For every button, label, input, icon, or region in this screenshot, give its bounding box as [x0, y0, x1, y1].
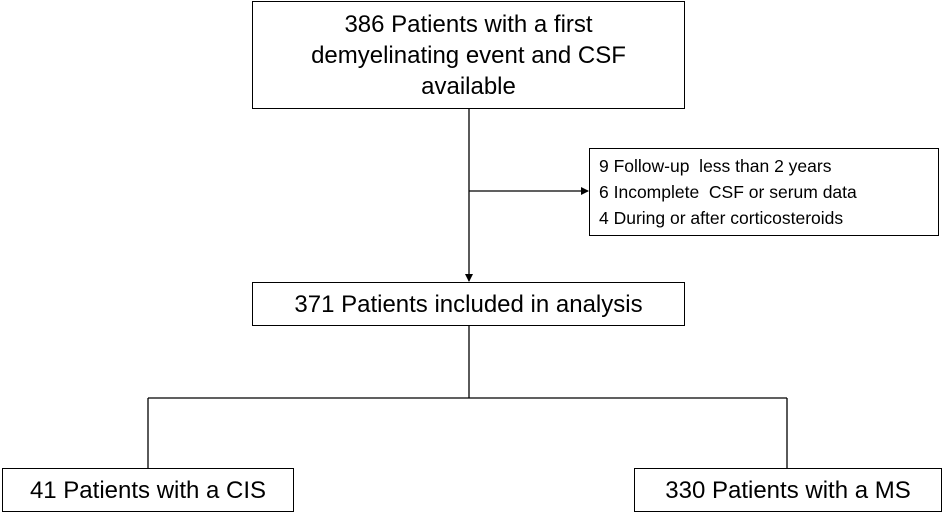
- exclusion-box: 9 Follow-up less than 2 years 6 Incomple…: [589, 148, 939, 236]
- start-line: demyelinating event and CSF: [311, 41, 626, 69]
- included-box: 371 Patients included in analysis: [252, 282, 685, 326]
- start-line: available: [421, 72, 516, 100]
- ms-box: 330 Patients with a MS: [634, 468, 942, 512]
- cis-box: 41 Patients with a CIS: [2, 468, 294, 512]
- cis-label: 41 Patients with a CIS: [29, 476, 267, 504]
- start-box: 386 Patients with a first demyelinating …: [252, 1, 685, 109]
- start-line: 386 Patients with a first: [344, 10, 593, 38]
- included-label: 371 Patients included in analysis: [294, 290, 643, 318]
- exclusion-item: 6 Incomplete CSF or serum data: [599, 182, 857, 202]
- ms-label: 330 Patients with a MS: [665, 476, 911, 504]
- exclusion-item: 9 Follow-up less than 2 years: [599, 156, 832, 176]
- exclusion-item: 4 During or after corticosteroids: [599, 208, 844, 228]
